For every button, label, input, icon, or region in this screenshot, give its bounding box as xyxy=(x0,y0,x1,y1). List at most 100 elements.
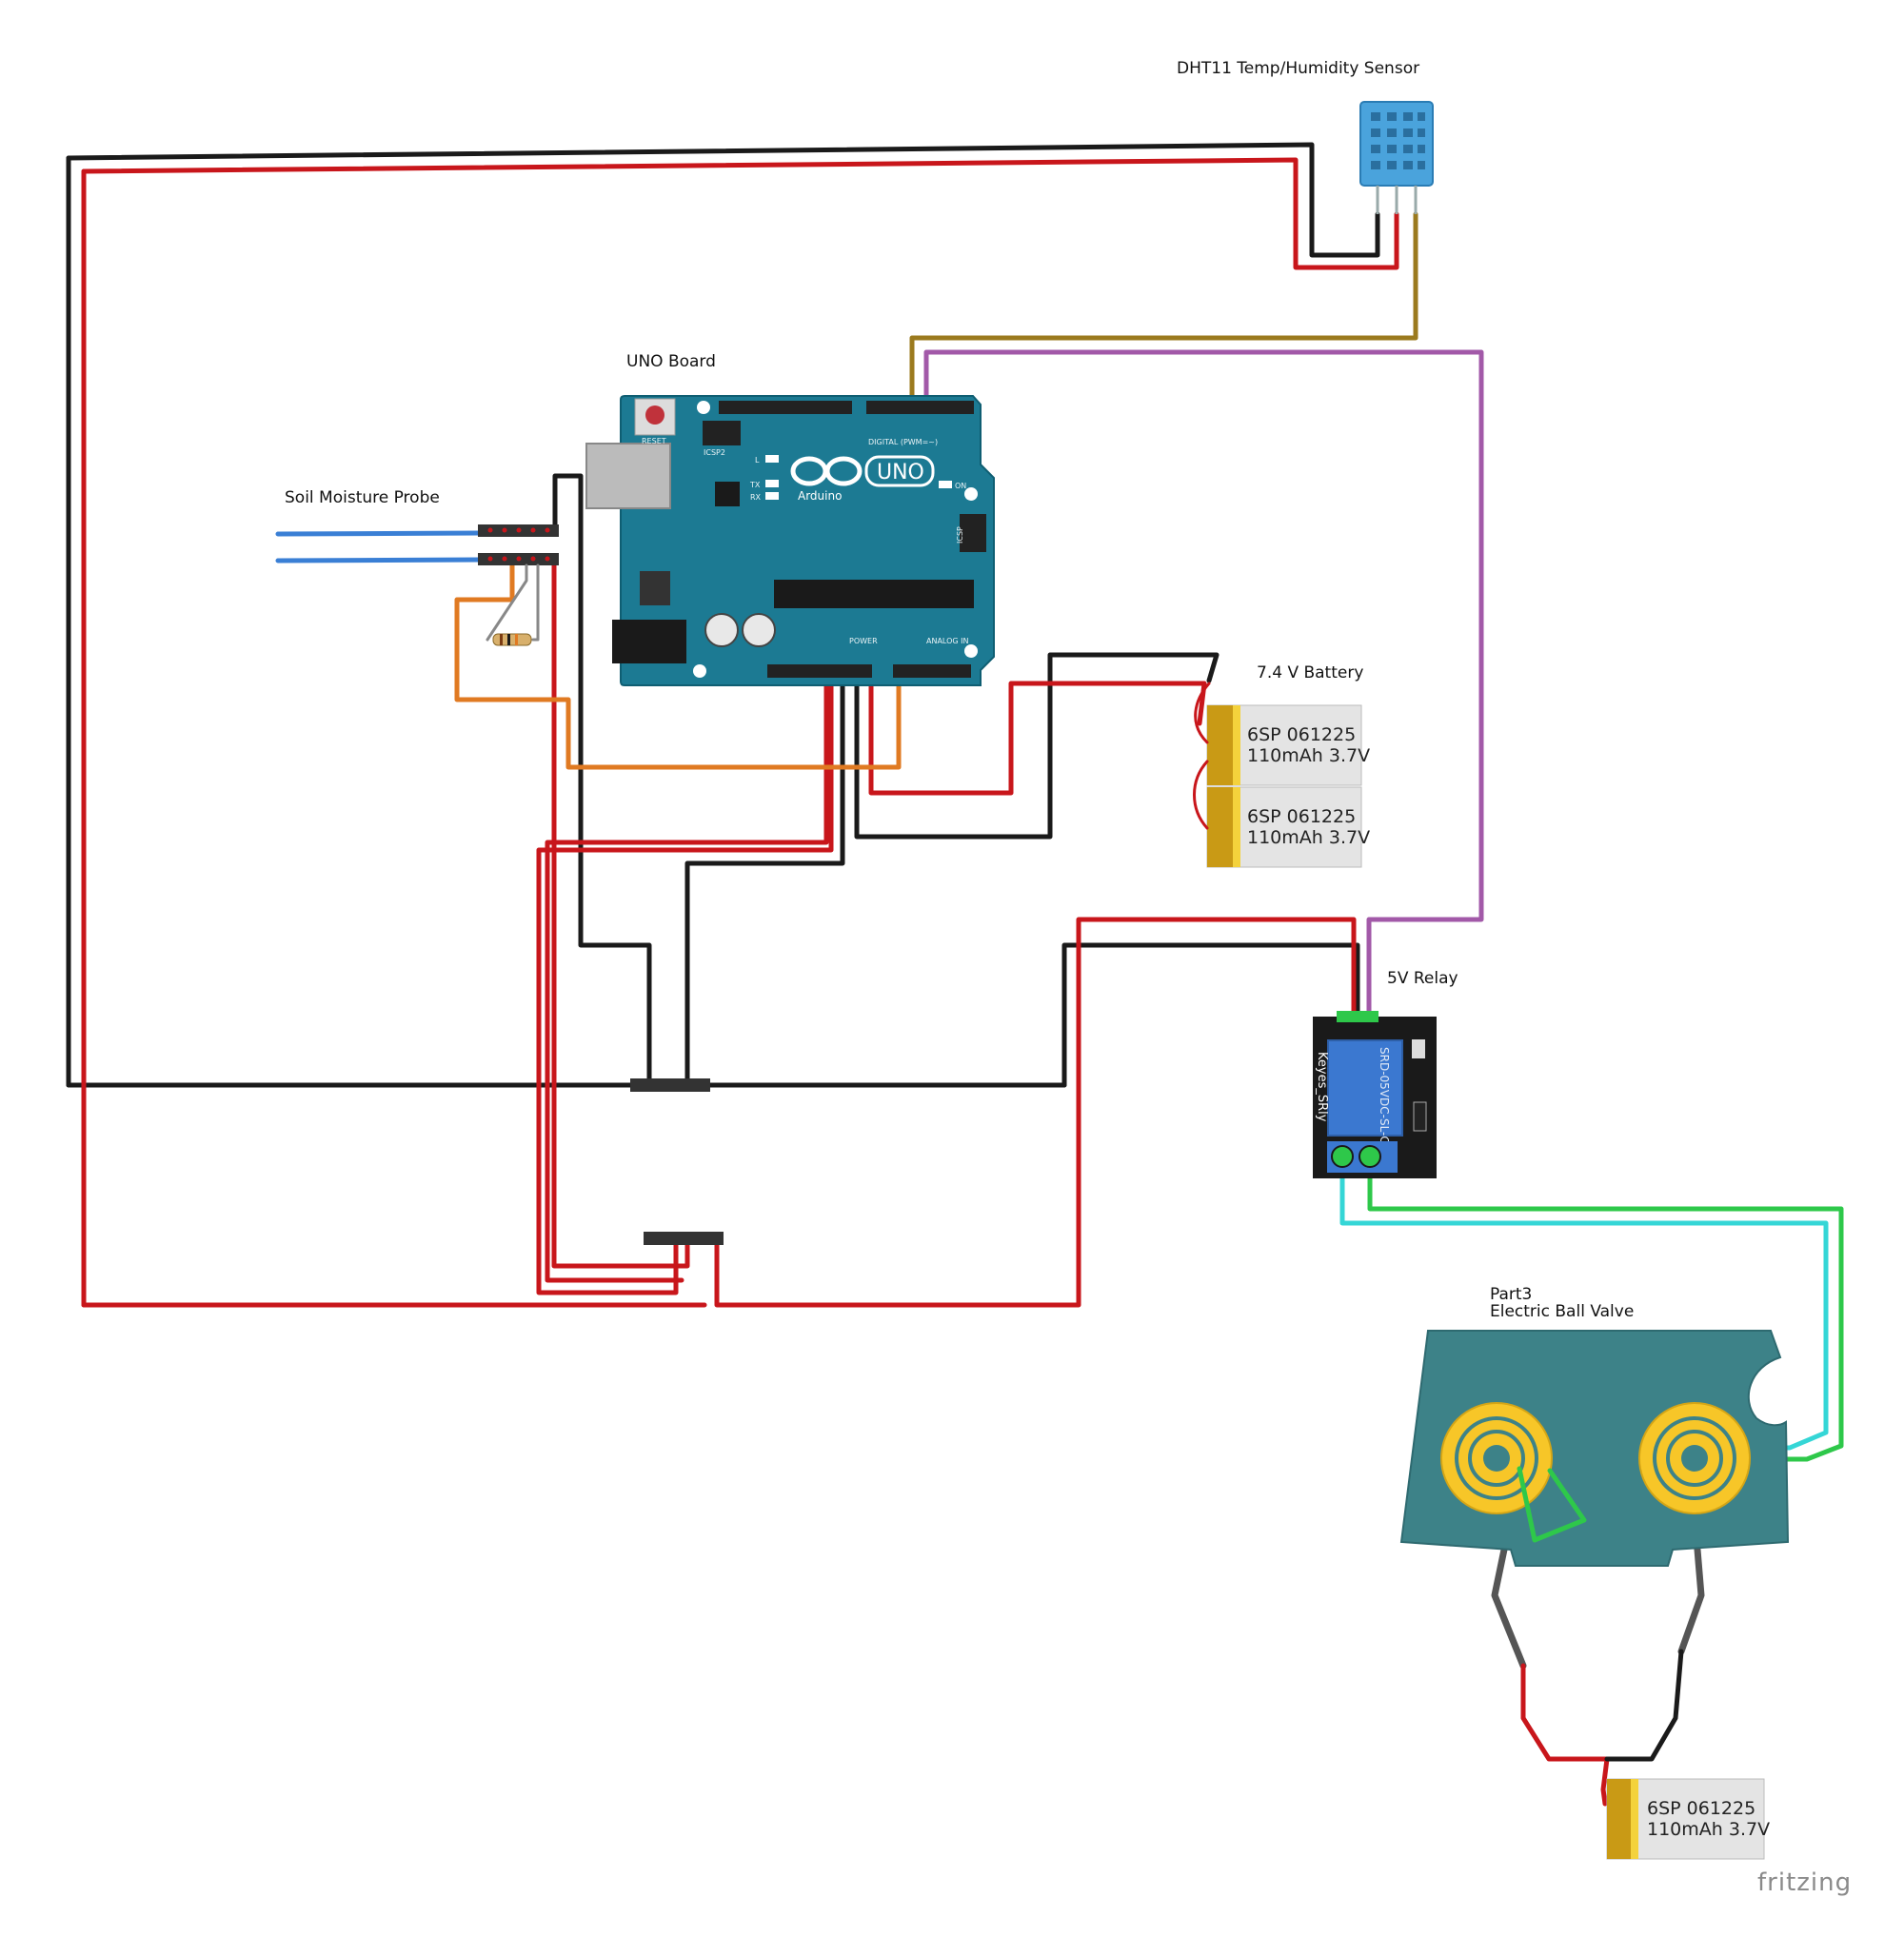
relay-diode xyxy=(1413,1101,1427,1132)
arduino-brand-text: Arduino xyxy=(798,489,842,503)
microcontroller-chip xyxy=(774,580,974,608)
battery-cell-2-line1: 6SP 061225 xyxy=(1247,806,1356,827)
battery-cell-2-line2: 110mAh 3.7V xyxy=(1247,827,1370,848)
voltage-regulator xyxy=(640,571,670,605)
wire-red-uno-5v-b xyxy=(545,667,829,1283)
wire-purple-relay-signal xyxy=(923,349,1484,1019)
led-rx-label: RX xyxy=(750,493,762,502)
led-l xyxy=(765,455,779,463)
icsp-header xyxy=(960,514,986,552)
valve-gear-left xyxy=(1440,1402,1553,1514)
reset-label: RESET xyxy=(642,437,666,445)
battery-cell-1-terminal xyxy=(1207,705,1238,785)
wire-black-uno-gnd xyxy=(684,667,845,1088)
uno-model-text: UNO xyxy=(877,461,924,484)
usb-port xyxy=(585,443,671,509)
mount-hole xyxy=(697,401,710,414)
dht11-sensor xyxy=(1359,101,1434,214)
uno-pcb xyxy=(620,395,995,686)
wire-brown-dht-data xyxy=(909,211,1418,412)
uno-digital-header-left xyxy=(719,401,852,414)
analog-label: ANALOG IN xyxy=(926,637,969,645)
wire-red-valve-battery xyxy=(1520,1663,1610,1807)
battery-cell-1-line2: 110mAh 3.7V xyxy=(1247,745,1370,766)
relay-module: SRD-05VDC-SL-C Keyes_SRly xyxy=(1313,1011,1437,1178)
soil-moisture-module xyxy=(478,524,559,646)
led-rx xyxy=(765,492,779,500)
relay-header xyxy=(1337,1011,1378,1022)
valve-battery-line2: 110mAh 3.7V xyxy=(1647,1819,1770,1840)
electric-ball-valve xyxy=(1399,1330,1790,1567)
dht11-grille xyxy=(1371,112,1425,169)
mount-hole xyxy=(693,664,706,678)
wire-black-top-loop xyxy=(66,142,1380,258)
led-on-label: ON xyxy=(955,482,966,490)
wire-black-uno-gnd2 xyxy=(854,652,1220,840)
resistor-lead-2 xyxy=(531,563,540,642)
led-tx xyxy=(765,480,779,487)
wire-valve-lead-left xyxy=(1491,1546,1527,1670)
relay-part-number: SRD-05VDC-SL-C xyxy=(1378,1047,1391,1144)
power-jack xyxy=(612,620,686,663)
soil-probe-label: Soil Moisture Probe xyxy=(285,488,440,507)
relay-label: 5V Relay xyxy=(1387,969,1458,988)
wire-black-relay-gnd xyxy=(1061,942,1360,1088)
relay-component xyxy=(1412,1039,1425,1058)
battery-cell-2-band xyxy=(1233,787,1240,867)
ground-junction-header xyxy=(630,1078,710,1092)
icsp2-label: ICSP2 xyxy=(704,448,725,457)
header-pins xyxy=(487,527,550,562)
uno-board: RESET ICSP2 ICSP L TX RX ON DIGITAL (PWM… xyxy=(585,395,995,686)
wire-black-soil-gnd xyxy=(552,473,652,1088)
valve-green-indicator xyxy=(1517,1466,1587,1543)
capacitor-2 xyxy=(742,613,776,647)
battery-pack: 6SP 061225 110mAh 3.7V 6SP 061225 110mAh… xyxy=(1193,682,1370,868)
wire-black-valve-battery xyxy=(1604,1649,1684,1762)
uno-badge xyxy=(864,455,935,487)
wire-red-uno-5v xyxy=(536,667,834,1295)
wire-orange-soil-signal xyxy=(454,560,902,770)
battery-cell-2-terminal xyxy=(1207,787,1238,867)
wire-red-relay-vcc xyxy=(714,917,1357,1308)
relay-terminal-no xyxy=(1331,1145,1354,1168)
led-l-label: L xyxy=(755,456,760,465)
led-tx-label: TX xyxy=(749,481,761,489)
dht11-pins xyxy=(1376,186,1418,214)
dht11-label: DHT11 Temp/Humidity Sensor xyxy=(1177,59,1420,78)
resistor-bands xyxy=(500,634,518,645)
icsp-label: ICSP xyxy=(956,526,964,544)
valve-label-line2: Electric Ball Valve xyxy=(1490,1302,1635,1321)
wire-green-valve xyxy=(1367,1156,1844,1462)
wire-valve-lead-right xyxy=(1677,1546,1705,1655)
power-label: POWER xyxy=(849,637,878,645)
uno-digital-header-right xyxy=(866,401,974,414)
battery-leads xyxy=(1193,682,1211,830)
wire-red-uno-vin xyxy=(868,667,1207,796)
uno-power-header xyxy=(767,664,872,678)
uno-analog-header xyxy=(893,664,971,678)
reset-button-cap xyxy=(645,405,664,425)
uno-label: UNO Board xyxy=(626,352,716,371)
wire-red-top-loop xyxy=(81,157,1399,270)
arduino-logo xyxy=(790,456,863,486)
relay-cube xyxy=(1327,1039,1403,1137)
power-junction-header xyxy=(644,1232,724,1245)
battery-label: 7.4 V Battery xyxy=(1257,663,1364,682)
digital-label: DIGITAL (PWM=~) xyxy=(868,438,938,446)
mount-hole xyxy=(964,487,978,501)
battery-cell-1-band xyxy=(1233,705,1240,785)
valve-label-line1: Part3 xyxy=(1490,1285,1533,1304)
capacitor-1 xyxy=(704,613,739,647)
wire-blue-probe-1 xyxy=(275,530,484,537)
led-on xyxy=(939,481,952,488)
battery-cell-1-line1: 6SP 061225 xyxy=(1247,724,1356,745)
relay-module-name: Keyes_SRly xyxy=(1315,1052,1329,1122)
valve-gear-right xyxy=(1638,1402,1751,1514)
resistor-lead-1 xyxy=(486,563,528,642)
fritzing-watermark: fritzing xyxy=(1757,1868,1853,1897)
valve-battery: 6SP 061225 110mAh 3.7V xyxy=(1606,1778,1770,1860)
resistor xyxy=(492,633,532,646)
small-chip xyxy=(715,482,740,506)
valve-battery-line1: 6SP 061225 xyxy=(1647,1798,1755,1819)
icsp2-header xyxy=(703,421,741,445)
